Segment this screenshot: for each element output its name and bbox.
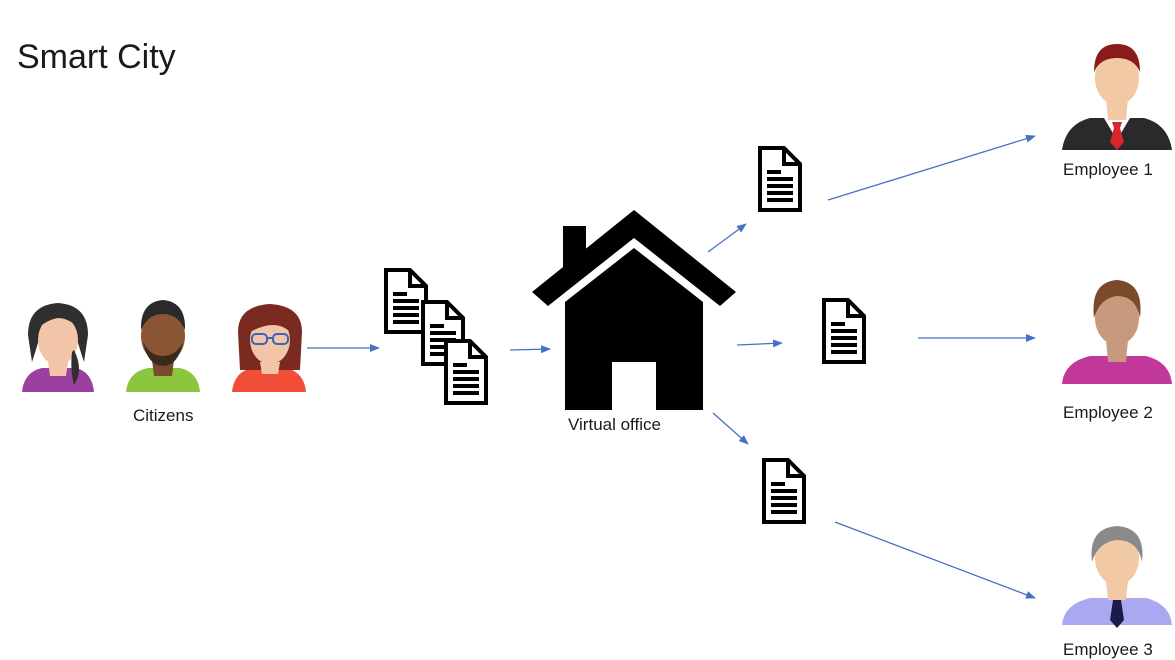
document-stack-icon [384,268,488,405]
arrow-document-1-to-employee-1 [827,134,1036,201]
employee-older-man-icon [1062,526,1172,628]
citizen-woman-glasses-icon [232,304,306,392]
virtual-office-label: Virtual office [568,415,661,434]
citizen-man-icon [126,300,200,392]
arrow-office-to-document-2 [736,339,783,348]
arrow-documents-to-office [509,345,551,354]
arrows [307,134,1036,599]
arrow-office-to-document-3 [712,412,749,445]
employee-businessman-icon [1062,44,1172,150]
document-icon-3 [762,458,806,524]
document-icon-2 [822,298,866,364]
document-icon-1 [758,146,802,212]
arrow-document-3-to-employee-3 [834,521,1036,599]
arrow-office-to-document-1 [707,223,747,253]
house-icon [532,210,736,410]
employee-2-label: Employee 2 [1063,403,1153,422]
employee-3-label: Employee 3 [1063,640,1153,659]
page-title: Smart City [17,38,176,76]
employee-woman-icon [1062,280,1172,384]
citizen-woman-icon [22,303,94,392]
citizens-label: Citizens [133,406,194,425]
employee-1-label: Employee 1 [1063,160,1153,179]
